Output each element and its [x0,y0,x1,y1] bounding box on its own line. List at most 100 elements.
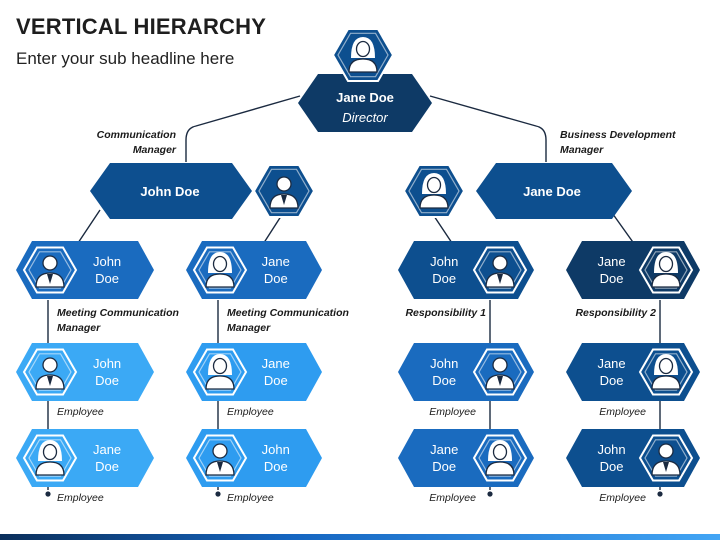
connector-end-dot [657,491,663,497]
connector-director-right [429,95,547,162]
card-last-name: Doe [264,373,288,388]
column-label: Manager [227,322,271,334]
manager-label: Manager [560,144,604,156]
female-user-icon-badge [472,434,528,482]
male-user-icon-badge [638,434,694,482]
card-first-name: John [262,442,290,457]
connector-end-dot [487,491,493,497]
card-first-name: Jane [93,442,121,457]
column-label: Meeting Communication [227,307,349,319]
female-user-icon-badge [331,28,395,82]
female-user-icon [35,440,65,476]
card-first-name: Jane [597,254,625,269]
male-user-icon [35,357,65,390]
male-user-icon-badge [192,434,248,482]
card-first-name: Jane [262,356,290,371]
female-user-icon [651,252,681,288]
male-user-icon [651,443,681,476]
page-subtitle: Enter your sub headline here [16,49,235,68]
male-user-icon-badge [22,246,78,294]
employee-label: Employee [57,492,104,504]
card-first-name: John [597,442,625,457]
female-user-icon [348,37,378,73]
male-user-icon [485,255,515,288]
female-user-icon-badge [638,246,694,294]
column-label: Manager [57,322,101,334]
manager-label: Manager [133,144,177,156]
female-user-icon-badge [22,434,78,482]
connector-end-dot [215,491,221,497]
card-last-name: Doe [600,373,624,388]
female-user-icon [419,173,449,209]
manager-name: Jane Doe [523,184,581,199]
card-first-name: Jane [262,254,290,269]
card-first-name: Jane [430,442,458,457]
employee-label: Employee [429,406,476,418]
card-last-name: Doe [95,459,119,474]
female-user-icon-badge [192,246,248,294]
female-user-icon-badge [638,348,694,396]
manager-label: Communication [97,129,176,141]
manager-business-node[interactable]: Jane Doe [402,163,632,219]
male-user-icon-badge [472,246,528,294]
connector-director-left [185,95,301,162]
manager-communication-node[interactable]: John Doe [90,163,316,219]
director-name: Jane Doe [336,90,394,105]
card-first-name: John [430,254,458,269]
page-title: VERTICAL HIERARCHY [16,14,267,39]
female-user-icon-badge [192,348,248,396]
card-last-name: Doe [264,459,288,474]
manager-label: Business Development [560,129,676,141]
card-first-name: John [93,254,121,269]
card-last-name: Doe [600,459,624,474]
male-user-icon-badge [22,348,78,396]
column-label: Meeting Communication [57,307,179,319]
card-last-name: Doe [600,271,624,286]
bottom-accent-bar [0,534,720,540]
card-last-name: Doe [432,373,456,388]
male-user-icon-badge [472,348,528,396]
column-label: Responsibility 1 [405,307,486,319]
employee-label: Employee [599,406,646,418]
employee-label: Employee [429,492,476,504]
director-role: Director [342,110,388,125]
card-first-name: John [430,356,458,371]
column-label: Responsibility 2 [575,307,656,319]
female-user-icon [651,354,681,390]
female-user-icon [485,440,515,476]
card-last-name: Doe [264,271,288,286]
card-last-name: Doe [432,459,456,474]
male-user-icon [205,443,235,476]
card-last-name: Doe [95,373,119,388]
card-last-name: Doe [432,271,456,286]
card-first-name: John [93,356,121,371]
male-user-icon [35,255,65,288]
female-user-icon-badge [402,164,466,218]
male-user-icon [485,357,515,390]
male-user-icon [269,176,299,209]
card-last-name: Doe [95,271,119,286]
female-user-icon [205,252,235,288]
employee-label: Employee [57,406,104,418]
employee-label: Employee [227,492,274,504]
male-user-icon-badge [252,164,316,218]
card-first-name: Jane [597,356,625,371]
manager-name: John Doe [140,184,199,199]
employee-label: Employee [599,492,646,504]
